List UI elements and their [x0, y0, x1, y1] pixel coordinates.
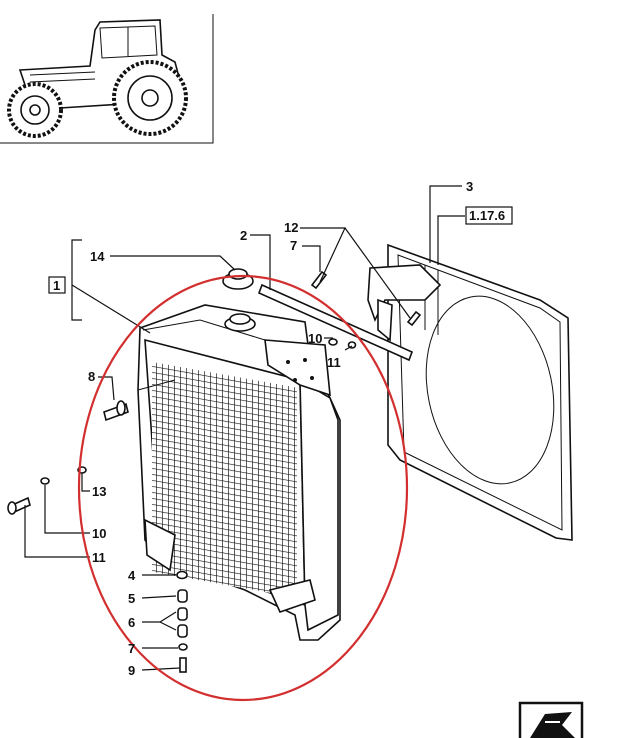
highlight-ellipse [77, 274, 409, 702]
callout-8: 8 [88, 369, 95, 384]
tractor-icon [7, 19, 188, 138]
spare-filler-cap [222, 268, 254, 290]
callout-2: 2 [240, 228, 247, 243]
callout-11-top: 11 [327, 355, 341, 370]
callout-3: 3 [466, 179, 473, 194]
mounting-bracket [367, 264, 442, 342]
radiator-filler-cap [224, 313, 256, 332]
callout-1-box [48, 276, 66, 294]
radiator [137, 268, 341, 641]
callout-7-top: 7 [290, 238, 297, 253]
fan-shroud [387, 243, 573, 541]
hardware [7, 270, 422, 673]
callout-10-top: 10 [308, 331, 322, 346]
callout-7-bottom: 7 [128, 641, 135, 656]
callout-11-left: 11 [92, 550, 106, 565]
tractor-thumbnail [0, 14, 214, 144]
callout-1: 1 [53, 278, 60, 293]
callout-4: 4 [128, 568, 136, 583]
callout-12: 12 [284, 220, 298, 235]
callout-10-left: 10 [92, 526, 106, 541]
ref-1-17-6: 1.17.6 [469, 208, 505, 223]
support-rod [257, 283, 414, 362]
callout-5: 5 [128, 591, 135, 606]
next-page-arrow-icon[interactable] [518, 701, 584, 738]
callout-9: 9 [128, 663, 135, 678]
ref-1-17-6-box [465, 206, 513, 225]
callout-6: 6 [128, 615, 135, 630]
callout-13: 13 [92, 484, 106, 499]
callout-14: 14 [90, 249, 105, 264]
